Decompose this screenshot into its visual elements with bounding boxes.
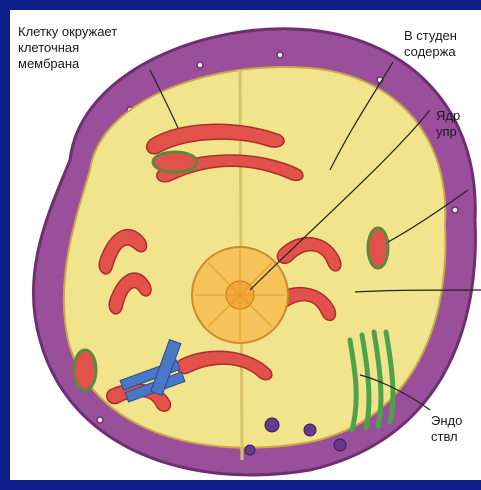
lysosome [334,439,346,451]
membrane-pore [97,417,103,423]
label-endoplasmic-reticulum: Эндо ствл [431,413,462,445]
label-nucleus: Ядр упр [436,108,460,140]
lysosome [304,424,316,436]
cell-illustration [10,10,481,480]
mitochondrion [368,228,388,268]
diagram-frame: Клетку окружает клеточная мембрана В сту… [10,10,481,480]
lysosome [245,445,255,455]
label-cytoplasm: В студен содержа [404,28,457,60]
mitochondrion [153,152,197,172]
membrane-pore [197,62,203,68]
label-cell-membrane: Клетку окружает клеточная мембрана [18,24,117,72]
mitochondrion [74,350,96,390]
membrane-pore [277,52,283,58]
membrane-pore [452,207,458,213]
lysosome [265,418,279,432]
